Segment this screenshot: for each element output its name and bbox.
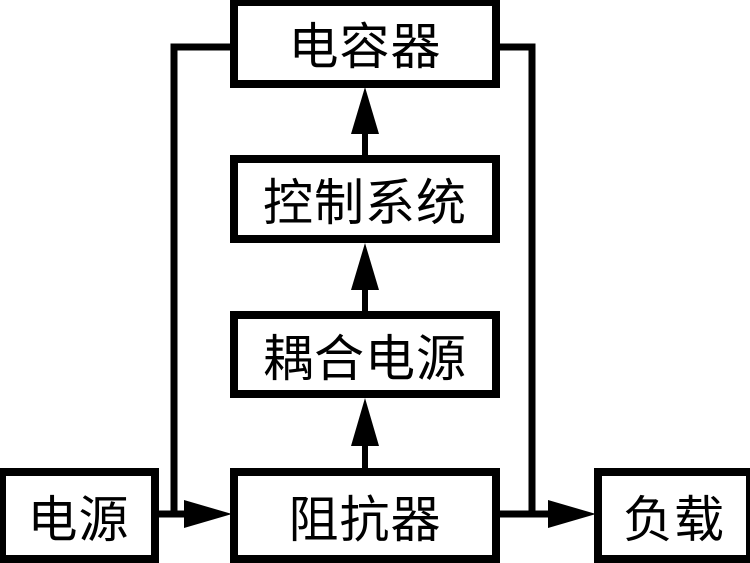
control-system-label: 控制系统	[263, 174, 467, 232]
arrow-power-to-impedance	[184, 500, 232, 528]
coupling-power-block: 耦合电源	[230, 311, 500, 398]
power-source-label: 电源	[27, 490, 130, 549]
load-label: 负载	[623, 490, 725, 549]
coupling-power-label: 耦合电源	[263, 329, 467, 388]
control-system-block: 控制系统	[230, 155, 500, 243]
power-source-block: 电源	[0, 468, 159, 563]
capacitor-block: 电容器	[230, 0, 500, 88]
right-bypass-wire	[498, 43, 536, 514]
capacitor-label: 电容器	[288, 18, 442, 76]
arrow-impedance-to-coupling	[351, 398, 379, 446]
impedance-block: 阻抗器	[230, 468, 500, 563]
load-block: 负载	[594, 468, 750, 563]
impedance-label: 阻抗器	[288, 490, 442, 549]
arrow-impedance-to-load	[548, 500, 596, 528]
left-bypass-wire	[170, 43, 232, 514]
arrow-control-to-capacitor	[351, 87, 379, 134]
arrow-coupling-to-control	[351, 243, 379, 290]
